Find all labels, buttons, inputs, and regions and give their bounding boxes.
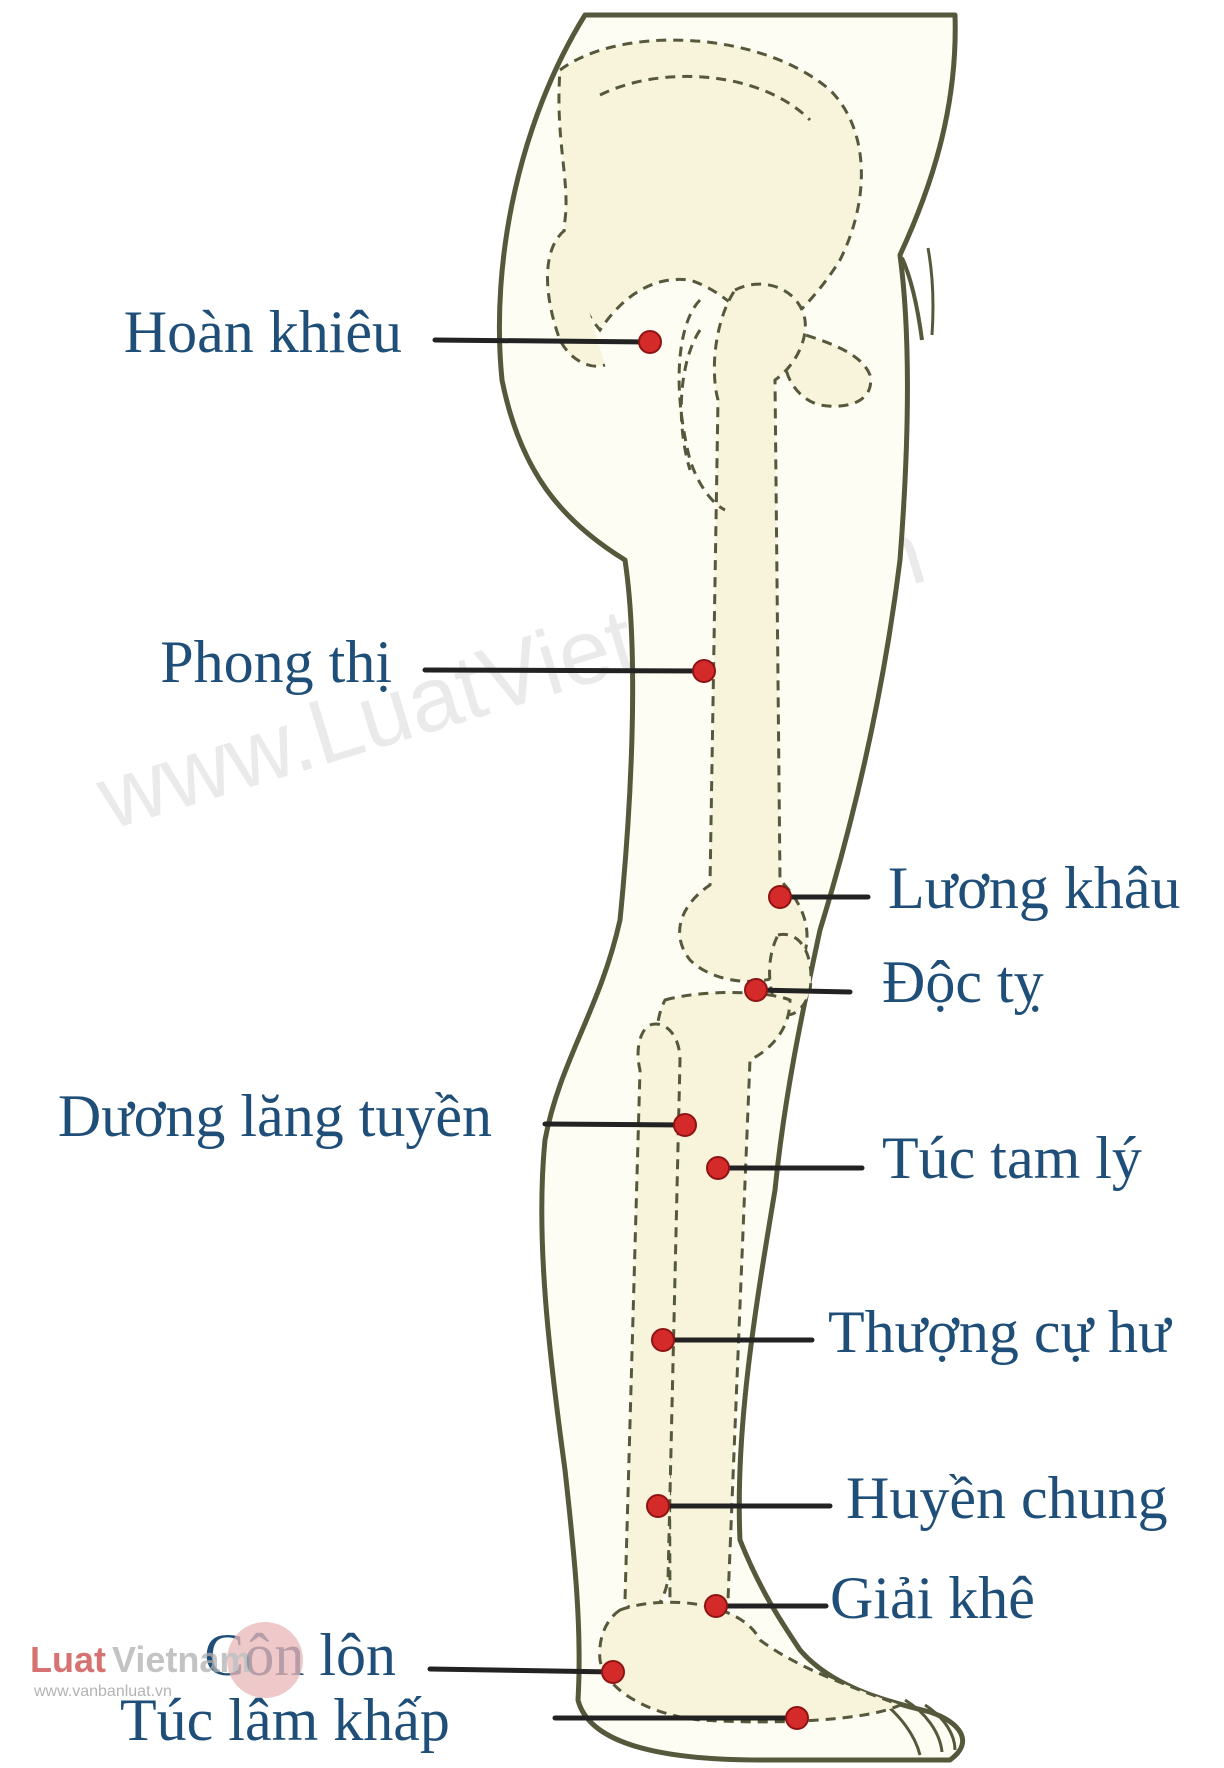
acupoint-giai-khe xyxy=(705,1595,727,1617)
acupoint-con-lon xyxy=(602,1661,624,1683)
label-huyen-chung: Huyền chung xyxy=(846,1465,1168,1531)
acupoint-hoan-khieu xyxy=(639,331,661,353)
acupoint-luong-khau xyxy=(769,886,791,908)
acupoint-tuc-tam-ly xyxy=(707,1157,729,1179)
logo-subtitle: www.vanbanluat.vn xyxy=(33,1683,172,1700)
leader-phong-thi xyxy=(425,670,704,671)
leader-hoan-khieu xyxy=(435,340,650,342)
acupoint-phong-thi xyxy=(693,660,715,682)
label-luong-khau: Lương khâu xyxy=(888,855,1181,921)
label-tuc-tam-ly: Túc tam lý xyxy=(882,1125,1142,1191)
label-phong-thi: Phong thị xyxy=(160,629,392,695)
acupoint-doc-ty xyxy=(745,979,767,1001)
acupoint-duong-lang-tuyen xyxy=(674,1114,696,1136)
acupoint-huyen-chung xyxy=(647,1495,669,1517)
hip-crease xyxy=(928,248,933,335)
leader-duong-lang-tuyen xyxy=(545,1124,685,1125)
acupoint-tuc-lam-khap xyxy=(786,1707,808,1729)
logo-vietnam: Vietnam xyxy=(112,1639,251,1680)
label-hoan-khieu: Hoàn khiêu xyxy=(124,299,402,365)
leader-doc-ty xyxy=(756,990,850,992)
label-thuong-cu-hu: Thượng cự hư xyxy=(828,1299,1173,1365)
luatvietnam-logo: Luat Vietnam www.vanbanluat.vn xyxy=(30,1622,303,1700)
leader-con-lon xyxy=(430,1669,613,1672)
logo-luat: Luat xyxy=(30,1639,106,1680)
label-giai-khe: Giải khê xyxy=(830,1565,1035,1631)
label-doc-ty: Độc tỵ xyxy=(882,949,1044,1015)
label-duong-lang-tuyen: Dương lăng tuyền xyxy=(58,1083,492,1149)
acupoint-thuong-cu-hu xyxy=(652,1329,674,1351)
